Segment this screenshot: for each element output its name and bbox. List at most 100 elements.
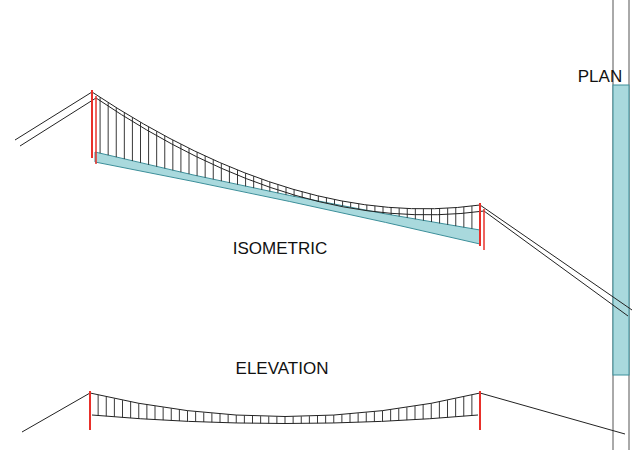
hanger-line (172, 140, 173, 170)
hanger-line (333, 415, 334, 423)
hanger-line (106, 397, 107, 416)
hanger-line (310, 194, 311, 200)
hanger-line (229, 167, 230, 183)
hanger-line (390, 410, 391, 421)
hanger-line (406, 407, 407, 420)
hanger-line (140, 122, 141, 163)
hanger-line (252, 416, 253, 423)
hanger-line (132, 117, 133, 161)
hanger-line (455, 399, 456, 417)
hanger-line (471, 206, 472, 229)
hanger-line (261, 179, 262, 190)
hanger-line (382, 411, 383, 422)
hanger-line (471, 395, 472, 416)
hanger-line (342, 201, 343, 206)
hanger-line (423, 405, 424, 419)
hanger-line (211, 413, 212, 422)
hanger-line (260, 416, 261, 423)
hanger-line (180, 144, 181, 172)
hanger-line (213, 160, 214, 180)
hanger-line (318, 196, 319, 201)
hanger-line (124, 113, 125, 159)
hanger-line (366, 412, 367, 422)
hanger-line (245, 173, 246, 186)
hanger-line (116, 108, 117, 158)
hanger-line (358, 413, 359, 422)
hanger-line (325, 415, 326, 423)
hanger-line (294, 190, 295, 197)
view-title: ELEVATION (236, 360, 329, 377)
hanger-line (122, 400, 123, 417)
hanger-line (268, 416, 269, 423)
hanger-line (431, 209, 432, 222)
hanger-line (205, 156, 206, 178)
hanger-line (203, 412, 204, 422)
hanger-line (447, 208, 448, 225)
hanger-line (189, 148, 190, 174)
hanger-line (148, 127, 149, 165)
hanger-line (269, 182, 270, 191)
hanger-line (156, 131, 157, 166)
hanger-line (317, 416, 318, 423)
hanger-line (244, 415, 245, 423)
hanger-line (187, 411, 188, 422)
view-title: PLAN (578, 68, 622, 85)
hanger-line (341, 415, 342, 423)
hanger-line (286, 187, 287, 195)
hanger-line (164, 136, 165, 169)
hanger-line (285, 417, 286, 424)
hanger-line (114, 399, 115, 417)
hanger-line (455, 208, 456, 226)
hanger-line (163, 407, 164, 420)
hanger-line (179, 410, 180, 421)
hanger-line (391, 208, 392, 215)
hanger-line (253, 176, 254, 188)
hanger-line (301, 416, 302, 423)
hanger-line (221, 163, 222, 181)
hanger-line (100, 97, 101, 153)
hanger-line (237, 170, 238, 185)
hanger-line (293, 416, 294, 423)
hanger-line (366, 205, 367, 210)
hanger-line (358, 204, 359, 209)
hanger-line (309, 416, 310, 423)
hanger-line (155, 406, 156, 420)
hanger-line (277, 185, 278, 193)
hanger-line (399, 208, 400, 216)
hanger-line (350, 203, 351, 208)
hanger-line (423, 209, 424, 221)
hanger-line (463, 207, 464, 227)
hanger-line (374, 206, 375, 212)
hanger-line (431, 403, 432, 418)
hanger-line (130, 402, 131, 418)
hanger-line (463, 397, 464, 416)
hanger-line (326, 198, 327, 203)
hanger-line (447, 400, 448, 417)
hanger-line (407, 208, 408, 217)
hanger-line (276, 416, 277, 423)
hanger-line (374, 412, 375, 422)
hanger-line (398, 409, 399, 421)
hanger-line (350, 414, 351, 423)
hanger-line (439, 402, 440, 418)
hanger-line (415, 209, 416, 219)
hanger-line (228, 415, 229, 423)
hanger-line (197, 152, 198, 176)
hanger-line (334, 200, 335, 205)
hanger-line (439, 209, 440, 224)
hanger-line (146, 405, 147, 419)
hanger-line (236, 415, 237, 423)
hanger-line (383, 207, 384, 214)
isometric-view (15, 90, 632, 316)
hanger-line (302, 192, 303, 198)
hanger-line (220, 414, 221, 423)
hanger-line (171, 409, 172, 421)
view-title: ISOMETRIC (233, 240, 327, 257)
hanger-line (138, 403, 139, 418)
elevation-view (22, 391, 625, 434)
hanger-line (98, 395, 99, 416)
hanger-line (195, 412, 196, 422)
hanger-line (108, 103, 109, 156)
